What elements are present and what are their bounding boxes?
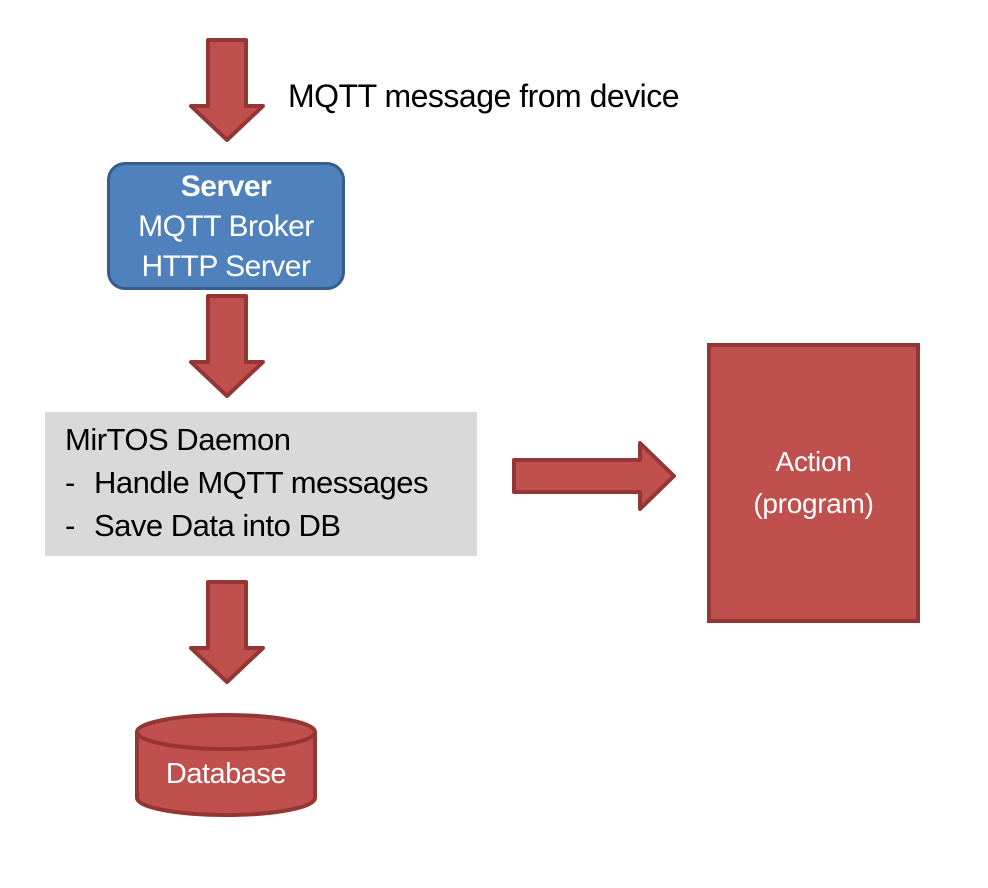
database-label: Database bbox=[165, 758, 287, 790]
down-arrow-icon bbox=[189, 580, 265, 684]
cylinder-top bbox=[135, 713, 317, 751]
action-box-line2: (program) bbox=[753, 488, 874, 519]
daemon-bullet-save-data: - Save Data into DB bbox=[45, 504, 477, 547]
right-arrow-shape bbox=[512, 441, 676, 511]
down-arrow-icon bbox=[189, 38, 265, 142]
server-box-title: Server bbox=[180, 170, 272, 203]
action-box: Action (program) bbox=[707, 343, 920, 623]
down-arrow-icon bbox=[189, 294, 265, 398]
bullet-text: Handle MQTT messages bbox=[94, 465, 429, 500]
daemon-box-title: MirTOS Daemon bbox=[65, 422, 291, 457]
mqtt-message-label: MQTT message from device bbox=[288, 78, 680, 114]
cylinder-body bbox=[135, 732, 317, 817]
bullet-text: Save Data into DB bbox=[94, 508, 341, 543]
server-box-line-http-server: HTTP Server bbox=[141, 250, 311, 283]
bullet-marker: - bbox=[65, 465, 75, 500]
daemon-bullet-handle-mqtt: - Handle MQTT messages bbox=[45, 461, 477, 504]
bullet-marker: - bbox=[65, 508, 75, 543]
server-box: Server MQTT Broker HTTP Server bbox=[107, 162, 345, 290]
down-arrow-shape bbox=[189, 294, 265, 398]
database-cylinder-icon bbox=[135, 713, 317, 817]
database-shape: Database bbox=[133, 711, 319, 819]
down-arrow-shape bbox=[189, 38, 265, 142]
server-box-line-mqtt-broker: MQTT Broker bbox=[138, 210, 314, 243]
right-arrow-icon bbox=[512, 441, 676, 511]
down-arrow-shape bbox=[189, 580, 265, 684]
mirtos-daemon-box: MirTOS Daemon - Handle MQTT messages - S… bbox=[45, 412, 477, 556]
action-box-line1: Action bbox=[775, 446, 852, 477]
